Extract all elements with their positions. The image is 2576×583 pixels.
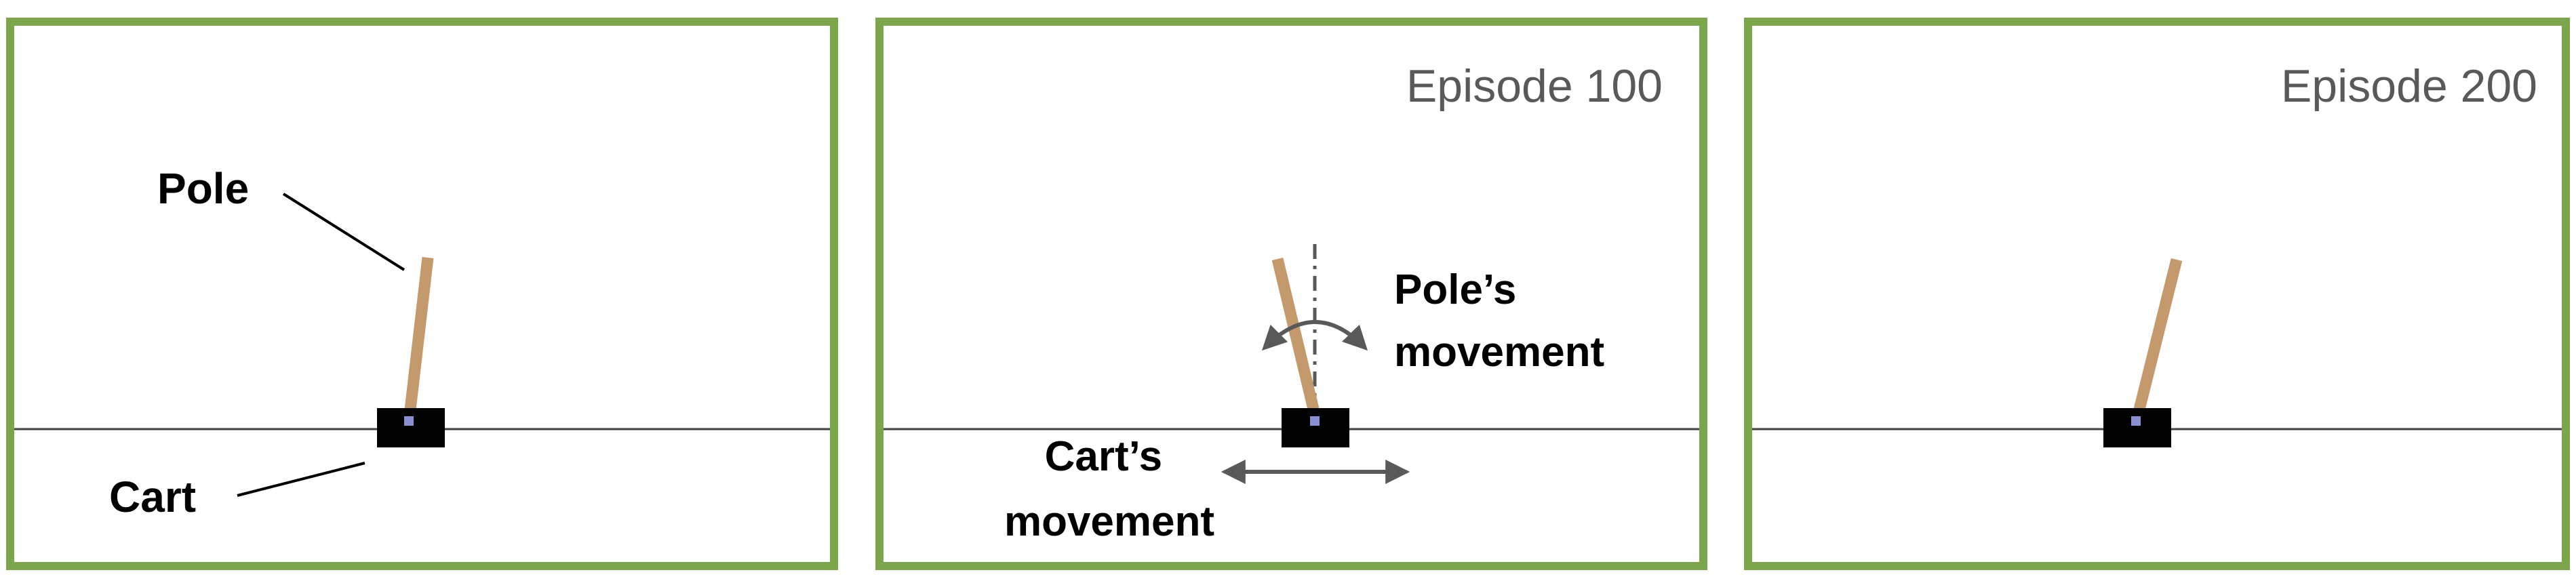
panel-episode-100: Episode 100 Pole’s movement Cart’s movem… [875,18,1707,570]
cart-callout-line [237,462,365,497]
cart [2103,408,2171,447]
panel-frame [1744,18,2570,570]
pole-rotation-arrow [1261,320,1368,351]
episode-label: Episode 200 [2281,60,2537,112]
hinge [2131,416,2141,426]
pole [2131,258,2183,422]
pole-movement-label: Pole’s movement [1394,266,1604,376]
hinge [404,416,414,426]
panel-initial: Pole Cart [6,18,838,570]
panel-episode-200: Episode 200 [1744,18,2570,570]
cart-movement-label-line1: Cart’s [1045,433,1162,480]
cart [377,408,445,447]
cart-movement-label: Cart’s movement [1004,433,1214,545]
hinge [1310,416,1320,426]
episode-label: Episode 100 [1406,60,1663,112]
cart-label: Cart [109,473,196,521]
pole-callout-line [282,193,405,271]
pole-label: Pole [157,164,249,213]
pole [403,257,434,422]
pole-movement-label-line1: Pole’s [1394,266,1516,313]
cart [1282,408,1349,447]
pole-movement-label-line2: movement [1394,329,1604,376]
cart-movement-label-line2: movement [1004,498,1214,545]
